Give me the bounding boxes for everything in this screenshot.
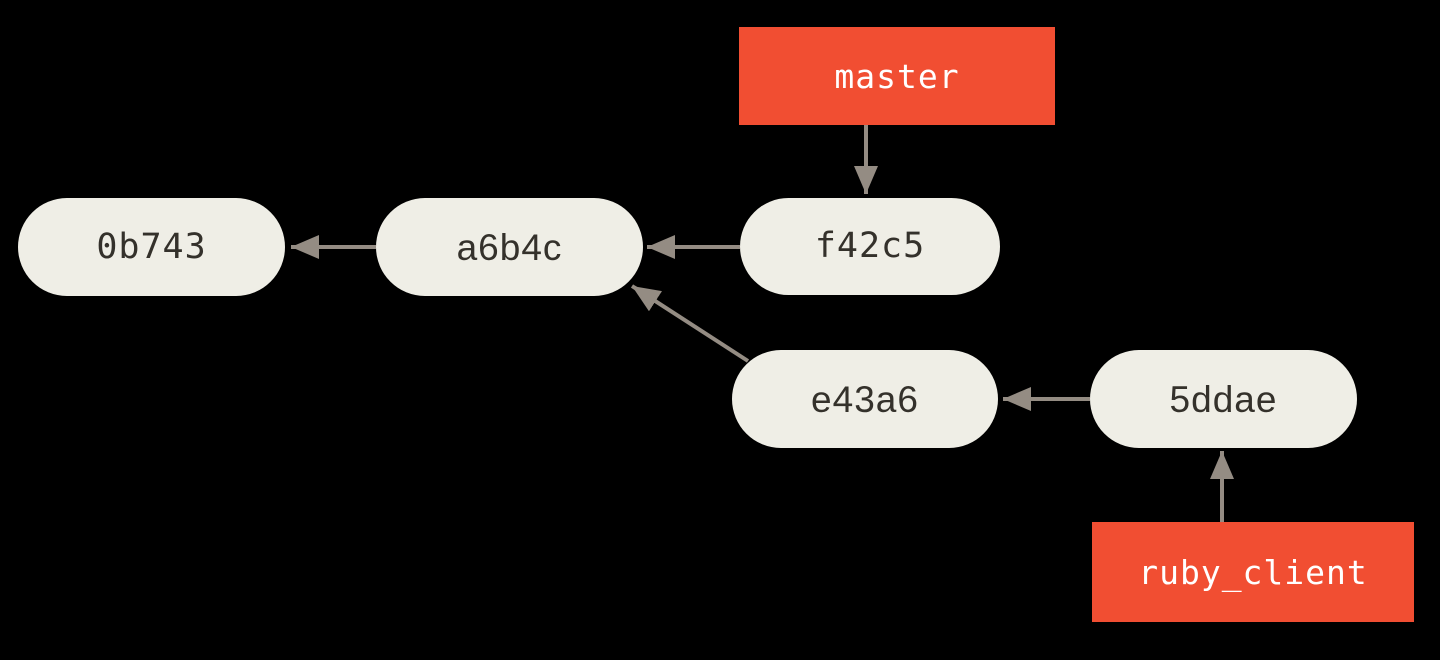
commit-node-0b743: 0b743 bbox=[18, 198, 285, 296]
commit-node-f42c5: f42c5 bbox=[740, 198, 1000, 295]
branch-label-ruby-client: ruby_client bbox=[1092, 522, 1414, 622]
commit-node-a6b4c: a6b4c bbox=[376, 198, 643, 296]
edge-e43a6-to-a6b4c bbox=[630, 284, 750, 363]
commit-node-5ddae: 5ddae bbox=[1090, 350, 1357, 448]
branch-label-master: master bbox=[739, 27, 1055, 125]
commit-node-e43a6: e43a6 bbox=[732, 350, 998, 448]
